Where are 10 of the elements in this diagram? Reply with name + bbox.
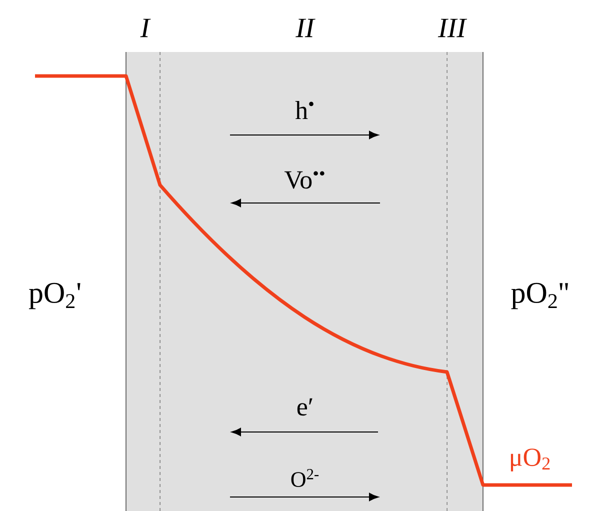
species-label: O$^{2-}$ [291, 469, 319, 487]
species-label: h$^{•}$ [295, 100, 314, 119]
species-label: Vo$^{••}$ [284, 171, 324, 189]
species-label: e′ [297, 398, 312, 416]
gas-label: pO$_{2}$'' [511, 282, 568, 310]
region-numeral: I [140, 18, 151, 38]
gas-label: pO$_{2}$' [28, 282, 80, 310]
region-numeral: III [438, 18, 468, 38]
region-numeral: II [296, 18, 316, 38]
potential-label: μO$_{2}$ [510, 448, 550, 472]
